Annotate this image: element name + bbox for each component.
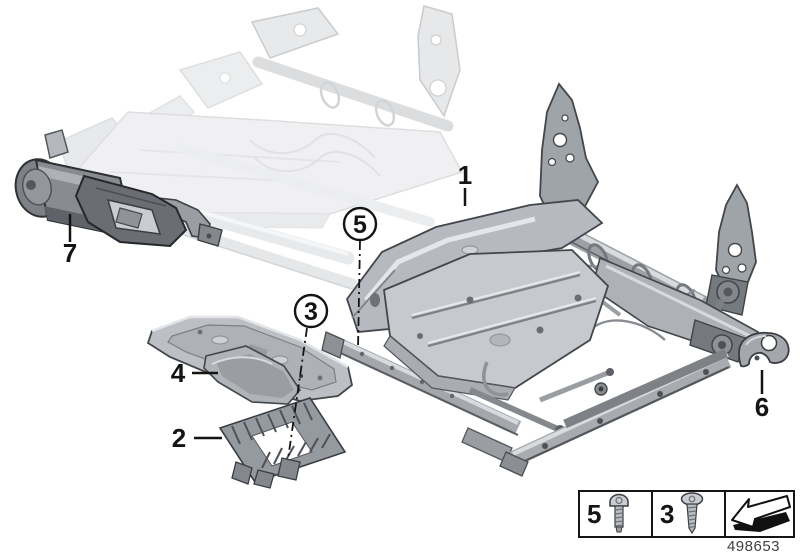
callout-7-label[interactable]: 7 — [63, 238, 77, 268]
direction-arrow-icon — [730, 495, 791, 532]
part-7-seat-drive-motor — [14, 129, 223, 248]
legend-qty-3: 3 — [660, 499, 675, 529]
callout-6[interactable]: 6 — [755, 370, 769, 422]
callout-5-label[interactable]: 5 — [353, 211, 367, 239]
callout-5[interactable]: 5 — [342, 206, 378, 350]
callout-2[interactable]: 2 — [172, 423, 222, 453]
callout-3[interactable]: 3 — [287, 293, 329, 460]
screw-oval-head-icon — [681, 492, 704, 535]
part-2-seat-heating-element — [218, 397, 347, 489]
callout-3-label[interactable]: 3 — [304, 298, 318, 326]
screw-pan-head-icon — [609, 493, 630, 533]
part-6-retaining-clip — [738, 331, 790, 368]
callout-6-label[interactable]: 6 — [755, 392, 769, 422]
callout-1[interactable]: 1 — [458, 160, 472, 206]
legend-cell-direction[interactable] — [726, 492, 793, 536]
callout-4[interactable]: 4 — [171, 358, 218, 388]
seat-frame-assembly — [321, 82, 760, 477]
diagram-number: 498653 — [726, 538, 781, 555]
legend-qty-5: 5 — [587, 499, 602, 529]
callout-7[interactable]: 7 — [63, 214, 77, 268]
callout-2-label[interactable]: 2 — [172, 423, 186, 453]
legend-cell-screw-3[interactable]: 3 — [653, 492, 726, 536]
callouts: 1 7 4 2 6 5 3 — [63, 160, 769, 460]
fastener-legend: 5 3 — [578, 490, 795, 538]
legend-cell-screw-5[interactable]: 5 — [580, 492, 653, 536]
callout-4-label[interactable]: 4 — [171, 358, 186, 388]
callout-1-label[interactable]: 1 — [458, 160, 472, 190]
